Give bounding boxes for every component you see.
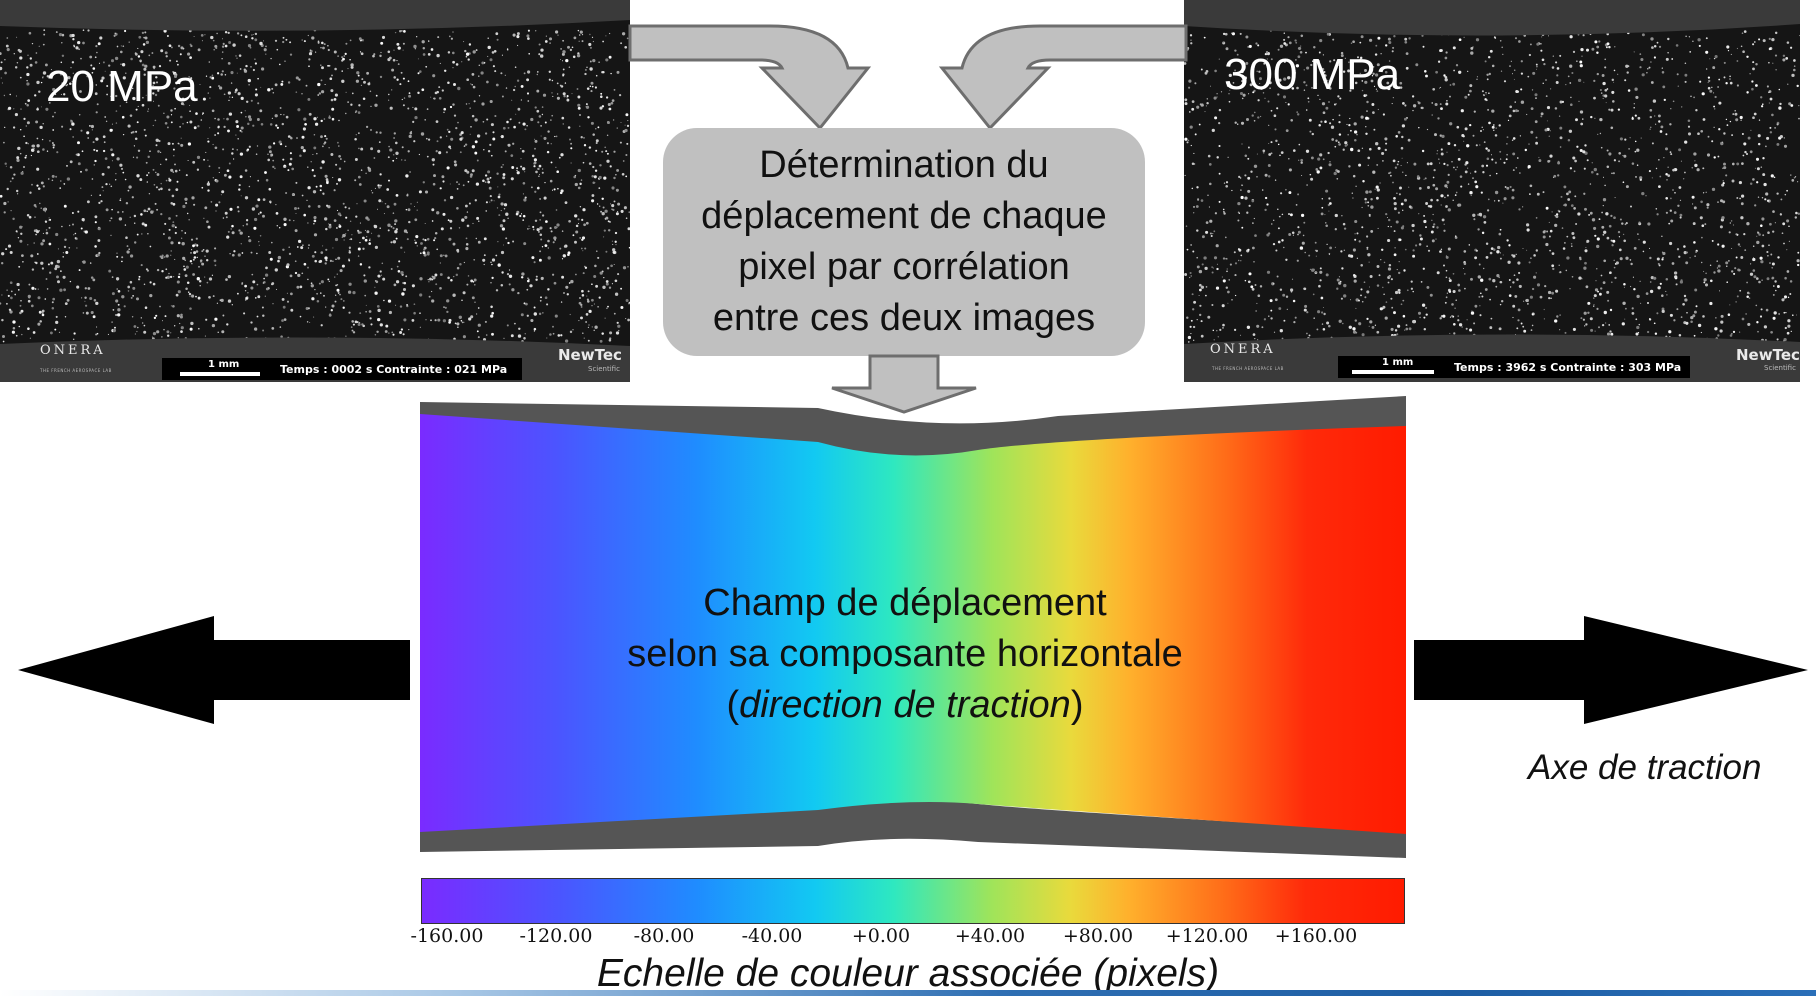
speckle-image-20mpa: 20 MPa ONERA THE FRENCH AEROSPACE LAB 1 … (0, 0, 630, 382)
scale-bar (1352, 370, 1434, 374)
correlation-process-box: Détermination du déplacement de chaque p… (663, 128, 1145, 356)
speckle-pattern (1184, 28, 1800, 344)
field-caption-line-3: (direction de traction) (520, 680, 1290, 731)
displacement-field-map (420, 396, 1406, 858)
color-scale-bar (421, 878, 1405, 924)
speckle-image-300mpa: 300 MPa ONERA THE FRENCH AEROSPACE LAB 1… (1184, 0, 1800, 382)
tick-label: -160.00 (410, 925, 484, 947)
tick-label: -40.00 (741, 925, 803, 947)
scale-bar (180, 372, 260, 376)
tick-label: -80.00 (633, 925, 695, 947)
color-scale-title: Echelle de couleur associée (pixels) (596, 952, 1220, 995)
tick-label: +80.00 (1062, 925, 1134, 947)
tick-label: +0.00 (851, 925, 911, 947)
status-text: Temps : 0002 s Contrainte : 021 MPa (280, 363, 508, 376)
close-paren: ) (1070, 684, 1084, 726)
down-arrow (831, 354, 977, 414)
newtec-logo-subtitle: Scientific (1764, 364, 1796, 372)
field-caption: Champ de déplacement selon sa composante… (520, 578, 1290, 731)
grip-top-shadow (1184, 0, 1800, 36)
tick-label: +120.00 (1165, 925, 1249, 947)
traction-arrow-left (18, 616, 410, 724)
stress-label: 300 MPa (1224, 50, 1401, 99)
open-paren: ( (726, 684, 740, 726)
scale-bar-label: 1 mm (1382, 357, 1414, 368)
status-text: Temps : 3962 s Contrainte : 303 MPa (1454, 361, 1682, 374)
tick-label: +160.00 (1274, 925, 1358, 947)
traction-axis-label: Axe de traction (1528, 748, 1762, 787)
field-caption-line-2: selon sa composante horizontale (627, 633, 1183, 675)
onera-logo: ONERA (1210, 342, 1276, 357)
process-description: Détermination du déplacement de chaque p… (701, 144, 1107, 339)
grip-top-shadow (0, 0, 630, 31)
traction-direction-text: direction de traction (739, 684, 1071, 726)
newtec-logo-subtitle: Scientific (588, 365, 620, 373)
traction-arrow-right (1414, 616, 1808, 724)
right-curved-arrow (938, 24, 1188, 131)
field-edge-bottom (420, 800, 1406, 858)
tick-label: -120.00 (519, 925, 593, 947)
status-bar: 1 mm Temps : 3962 s Contrainte : 303 MPa (1338, 356, 1690, 378)
status-bar: 1 mm Temps : 0002 s Contrainte : 021 MPa (162, 358, 522, 380)
field-colour-fill (420, 414, 1406, 834)
slide-footer-strip (0, 990, 1816, 996)
merge-arrows (628, 24, 1188, 131)
onera-logo-subtitle: THE FRENCH AEROSPACE LAB (1212, 366, 1284, 371)
stress-label: 20 MPa (46, 62, 198, 111)
tick-label: +40.00 (954, 925, 1026, 947)
field-caption-line-1: Champ de déplacement (703, 582, 1107, 624)
onera-logo: ONERA (40, 343, 106, 358)
left-curved-arrow (628, 24, 872, 131)
speckle-pattern (0, 28, 630, 344)
newtec-logo: NewTec (1736, 346, 1800, 364)
scale-bar-label: 1 mm (208, 359, 240, 370)
newtec-logo: NewTec (558, 346, 622, 364)
field-edge-top (420, 396, 1406, 458)
onera-logo-subtitle: THE FRENCH AEROSPACE LAB (40, 368, 112, 373)
